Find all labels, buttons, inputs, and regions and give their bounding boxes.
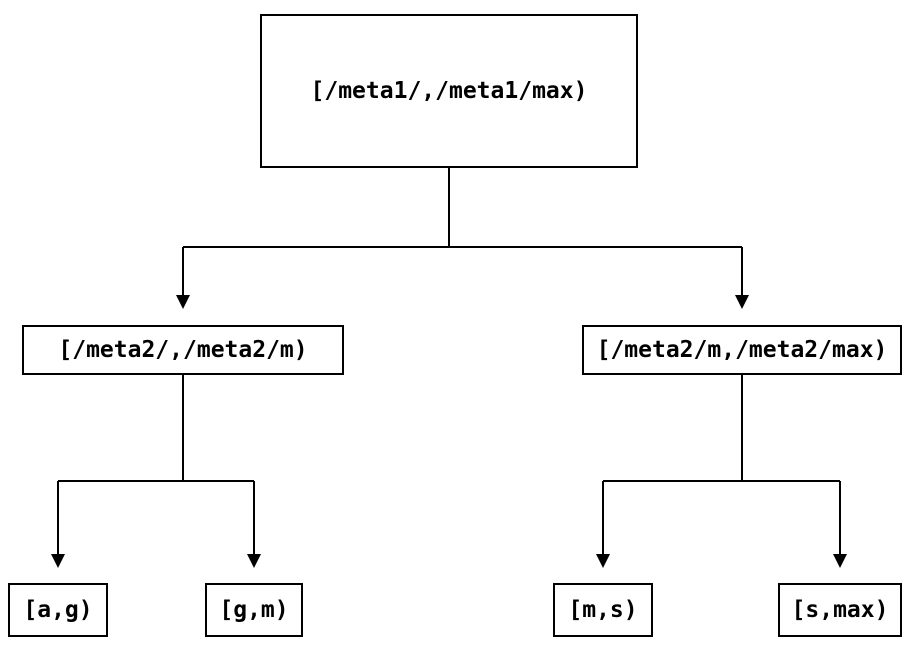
arrowhead-leaf-smax-icon <box>833 554 847 568</box>
arrowhead-right-node-icon <box>735 295 749 309</box>
leaf-smax-label: [s,max) <box>791 596 889 623</box>
arrowhead-leaf-ag-icon <box>51 554 65 568</box>
arrowhead-leaf-ms-icon <box>596 554 610 568</box>
node-left-label: [/meta2/,/meta2/m) <box>58 336 308 363</box>
node-left-interval: [/meta2/,/meta2/m) <box>22 325 344 375</box>
leaf-ag-interval: [a,g) <box>8 583 108 637</box>
arrowhead-leaf-gm-icon <box>247 554 261 568</box>
node-right-label: [/meta2/m,/meta2/max) <box>596 336 888 363</box>
leaf-ms-label: [m,s) <box>568 596 638 623</box>
arrowhead-left-node-icon <box>176 295 190 309</box>
leaf-smax-interval: [s,max) <box>778 583 902 637</box>
node-right-interval: [/meta2/m,/meta2/max) <box>582 325 902 375</box>
node-root-interval: [/meta1/,/meta1/max) <box>260 14 638 168</box>
node-root-label: [/meta1/,/meta1/max) <box>310 77 588 104</box>
leaf-ag-label: [a,g) <box>23 596 93 623</box>
leaf-gm-label: [g,m) <box>219 596 289 623</box>
leaf-ms-interval: [m,s) <box>553 583 653 637</box>
leaf-gm-interval: [g,m) <box>205 583 303 637</box>
